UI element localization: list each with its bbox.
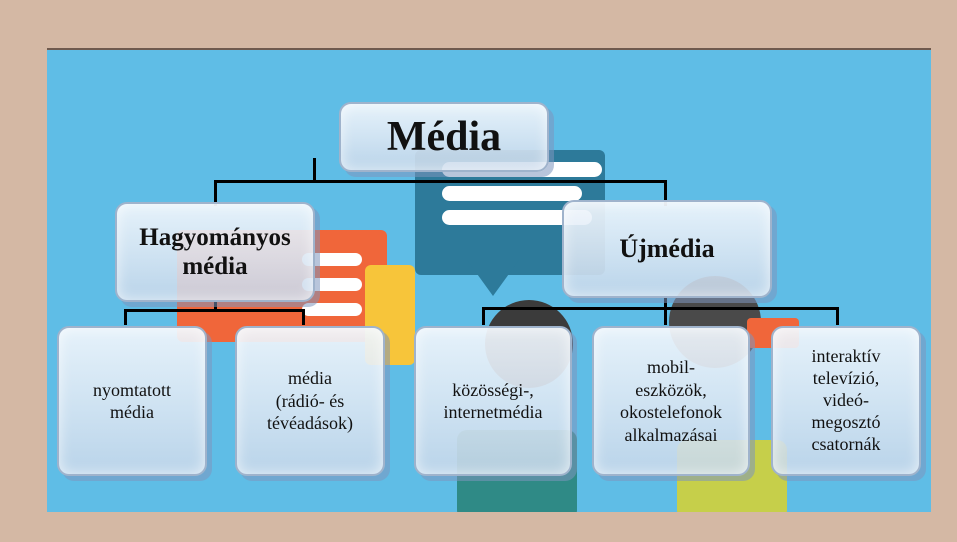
leaf-node-interactive-tv: interaktív televízió, videó- megosztó cs… bbox=[771, 326, 921, 476]
leaf-node-mobile-devices: mobil- eszközök, okostelefonok alkalmazá… bbox=[592, 326, 750, 476]
connector-line bbox=[214, 300, 217, 312]
branch-node-new-media: Újmédia bbox=[562, 200, 772, 298]
speech-bubble-line bbox=[302, 253, 362, 266]
root-label: Média bbox=[386, 114, 502, 160]
branch-label: Hagyományos média bbox=[139, 223, 291, 281]
connector-line bbox=[664, 298, 667, 310]
speech-bubble-line bbox=[442, 210, 592, 225]
leaf-label: média (rádió- és tévéadások) bbox=[267, 368, 353, 434]
connector-line bbox=[214, 180, 217, 206]
connector-line bbox=[482, 307, 485, 325]
speech-bubble-line bbox=[302, 278, 362, 291]
connector-line bbox=[664, 307, 667, 325]
connector-line bbox=[214, 180, 667, 183]
leaf-label: nyomtatott média bbox=[93, 379, 171, 423]
connector-line bbox=[124, 309, 127, 325]
branch-node-traditional-media: Hagyományos média bbox=[115, 202, 315, 302]
connector-line bbox=[836, 307, 839, 325]
connector-line bbox=[482, 307, 839, 310]
connector-line bbox=[664, 180, 667, 206]
leaf-label: közösségi-, internetmédia bbox=[443, 379, 543, 423]
connector-line bbox=[124, 309, 305, 312]
leaf-label: interaktív televízió, videó- megosztó cs… bbox=[811, 346, 881, 454]
leaf-node-social-internet-media: közösségi-, internetmédia bbox=[414, 326, 572, 476]
connector-line bbox=[313, 158, 316, 182]
leaf-label: mobil- eszközök, okostelefonok alkalmazá… bbox=[620, 357, 722, 445]
speech-bubble-line bbox=[302, 303, 362, 316]
diagram-canvas: Média Hagyományos média Újmédia nyomtato… bbox=[47, 48, 931, 512]
root-node: Média bbox=[339, 102, 549, 172]
leaf-node-print-media: nyomtatott média bbox=[57, 326, 207, 476]
speech-bubble-line bbox=[442, 186, 582, 201]
connector-line bbox=[302, 309, 305, 325]
leaf-node-broadcast-media: média (rádió- és tévéadások) bbox=[235, 326, 385, 476]
speech-bubble-tail-dark bbox=[467, 260, 519, 296]
branch-label: Újmédia bbox=[619, 234, 715, 263]
